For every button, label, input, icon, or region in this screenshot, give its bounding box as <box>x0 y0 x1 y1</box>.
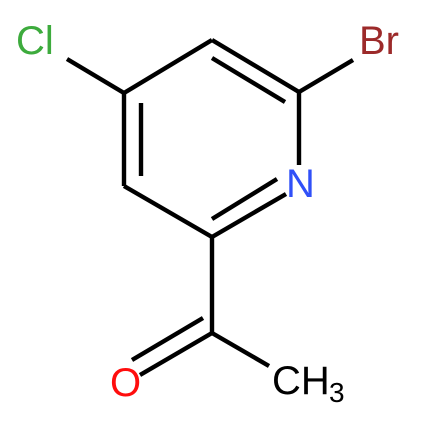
atom-n-label: N <box>286 162 315 206</box>
bond-c6-br <box>297 58 355 94</box>
methyl-group-label: CH 3 <box>272 359 345 408</box>
atom-ch3-subscript: 3 <box>329 377 345 408</box>
atom-br-label: Br <box>359 19 399 63</box>
bond-c5-c6-inner <box>210 56 287 104</box>
bond-c2-c3 <box>122 184 214 239</box>
bond-c4-c5 <box>122 38 214 95</box>
bond-carbonyl-o-inner <box>130 316 205 362</box>
bond-n-c2 <box>210 192 288 239</box>
substituent-bonds <box>65 57 355 377</box>
bond-c4-cl <box>65 57 126 95</box>
atom-o-label: O <box>110 361 141 405</box>
atom-cl-label: Cl <box>16 19 54 63</box>
bond-c5-c6 <box>210 38 301 94</box>
atom-ch-label: CH <box>272 359 330 403</box>
ring-bonds <box>121 38 302 239</box>
bond-carbonyl-o <box>138 331 214 377</box>
bond-carbonyl-ch3 <box>210 331 271 368</box>
bond-n-c2-inner <box>210 177 279 221</box>
